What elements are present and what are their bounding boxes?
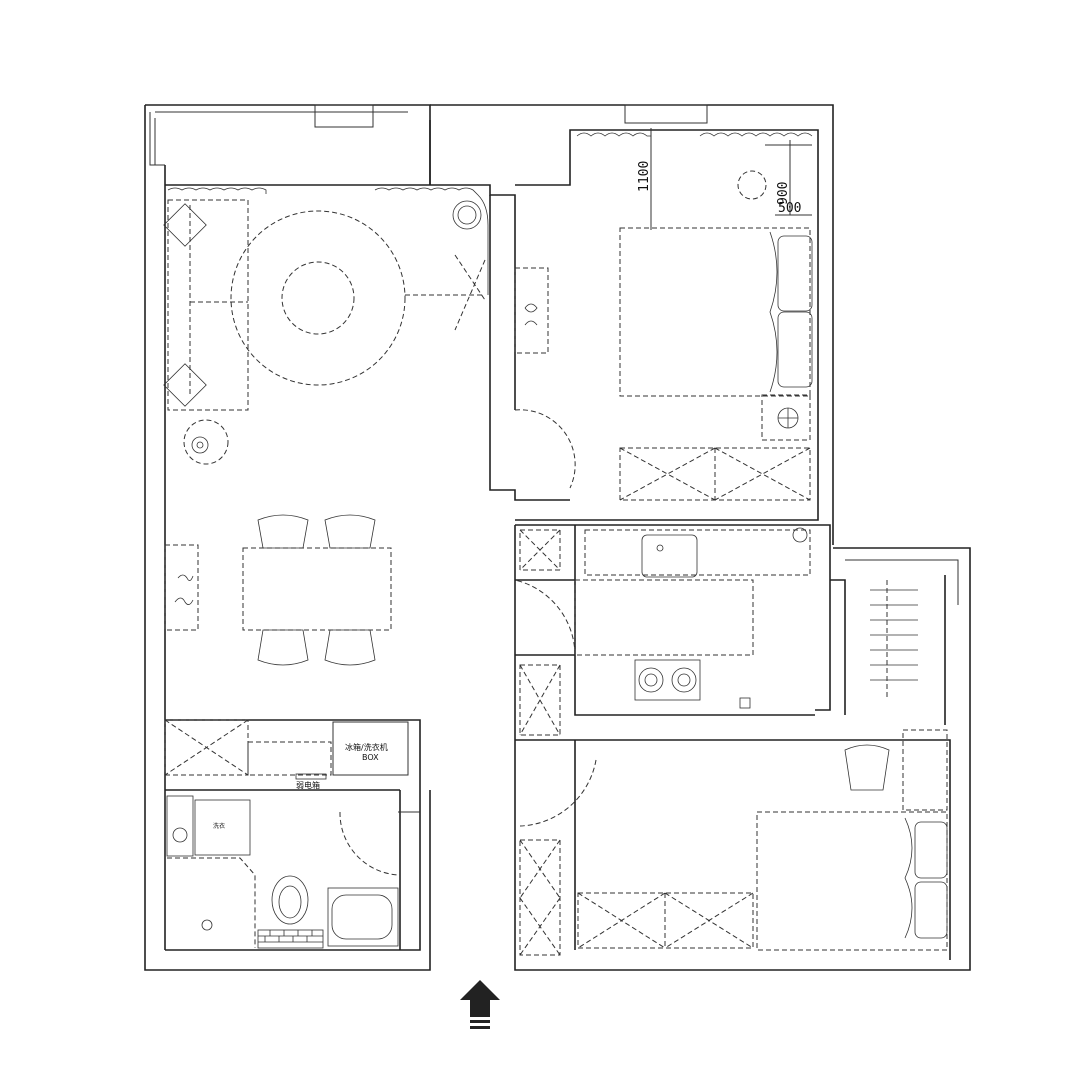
kitchen (514, 527, 811, 709)
double-bed (619, 227, 813, 397)
door-swing-bathroom (339, 811, 399, 876)
door-swing-master (514, 409, 576, 489)
entrance-arrow-icon (460, 980, 500, 1029)
nightstand-width-dimension: 500 (778, 201, 801, 216)
round-rug (230, 210, 485, 386)
storage-cabinet (519, 664, 561, 956)
appliance-label: 冰箱/洗衣机 (345, 742, 388, 752)
master-bedroom: 1100 900 500 (514, 128, 813, 501)
second-bedroom (519, 664, 948, 956)
desk-chair (844, 729, 948, 811)
dresser (514, 267, 549, 354)
kitchen-sink (641, 534, 698, 578)
bathroom: 洗衣 (166, 795, 420, 949)
entry-counter: 冰箱/洗衣机 BOX 弱电箱 (164, 719, 409, 790)
nightstand-depth-dimension: 900 (776, 182, 791, 205)
tv-cabinet (164, 544, 199, 631)
kitchen-corner-icon (792, 527, 808, 543)
washer-label: 洗衣 (213, 822, 225, 830)
counter-note: 弱电箱 (296, 780, 320, 790)
drying-rack (870, 580, 918, 700)
nightstand (761, 394, 811, 441)
sofa (163, 199, 249, 411)
door-swing-kitchen (514, 579, 576, 656)
toilet (271, 875, 309, 925)
door-swing-second (519, 759, 597, 827)
shower-drain-icon (201, 919, 213, 931)
exterior-walls (144, 104, 971, 971)
dining-table (242, 514, 392, 666)
dimension-lines (650, 128, 812, 230)
appliance-sublabel: BOX (362, 753, 379, 762)
floor-lamp (452, 200, 486, 331)
wardrobe-master (619, 447, 811, 501)
vanity-basin (327, 887, 399, 947)
curtain-living-right (374, 187, 489, 295)
living-room (163, 187, 489, 666)
curtain-bedroom (576, 132, 813, 137)
bedroom-lamp (737, 170, 767, 200)
second-bed (756, 811, 948, 951)
kitchen-island (574, 579, 754, 656)
bed-clearance-dimension: 1100 (637, 161, 652, 192)
washing-machine: 洗衣 (194, 799, 251, 856)
potted-plant (183, 419, 229, 465)
curtain-living (167, 187, 267, 194)
wardrobe-second (577, 892, 754, 949)
stove (634, 659, 701, 701)
